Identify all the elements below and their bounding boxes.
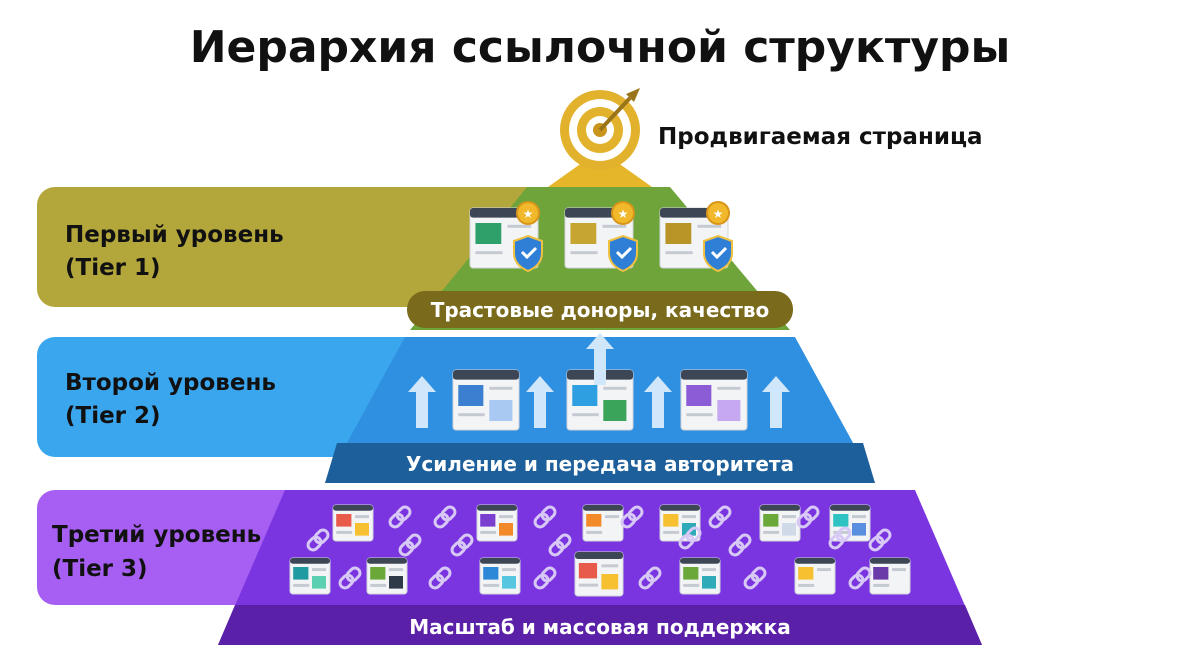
web-page-icon bbox=[452, 369, 520, 431]
chain-link-icon bbox=[728, 533, 752, 557]
tier-1-caption: Трастовые доноры, качество bbox=[431, 298, 770, 322]
chain-link-icon bbox=[548, 533, 572, 557]
tier-2-label: (Tier 2) bbox=[65, 403, 161, 429]
chain-link-icon bbox=[338, 566, 362, 590]
tier-2-caption-band bbox=[325, 443, 875, 483]
verified-shield-icon bbox=[608, 234, 638, 273]
chain-link-icon bbox=[620, 505, 644, 529]
tier-1-caption-pill bbox=[407, 291, 793, 328]
medal-icon: ★ bbox=[706, 201, 730, 225]
chain-link-icon bbox=[433, 505, 457, 529]
chain-link-icon bbox=[848, 566, 872, 590]
svg-text:★: ★ bbox=[713, 207, 724, 221]
web-page-icon bbox=[582, 504, 624, 542]
medal-icon: ★ bbox=[611, 201, 635, 225]
chain-link-icon bbox=[678, 526, 702, 550]
up-arrow-icon bbox=[762, 376, 790, 428]
chain-link-icon bbox=[638, 566, 662, 590]
up-arrow-icon bbox=[526, 376, 554, 428]
target-icon bbox=[560, 88, 640, 170]
web-page-icon bbox=[869, 557, 911, 595]
chain-link-icon bbox=[428, 566, 452, 590]
tier-2-band bbox=[37, 337, 457, 457]
web-page-icon bbox=[289, 557, 331, 595]
up-arrow-icon bbox=[644, 376, 672, 428]
chain-link-icon bbox=[450, 533, 474, 557]
tier-1-label: (Tier 1) bbox=[65, 255, 161, 281]
verified-shield-icon bbox=[703, 234, 733, 273]
web-page-icon bbox=[476, 504, 518, 542]
tier-3-caption-band bbox=[218, 605, 982, 645]
tier-1-name: Первый уровень bbox=[65, 222, 284, 248]
web-page-icon bbox=[479, 557, 521, 595]
tier-3-name: Третий уровень bbox=[52, 522, 261, 548]
up-arrow-icon bbox=[408, 376, 436, 428]
web-page-icon bbox=[759, 504, 801, 542]
target-label: Продвигаемая страница bbox=[658, 124, 983, 150]
page-title: Иерархия ссылочной структуры bbox=[190, 22, 1011, 73]
tier-2-name: Второй уровень bbox=[65, 370, 276, 396]
chain-link-icon bbox=[708, 505, 732, 529]
web-page-icon bbox=[574, 551, 624, 597]
tier-3-caption: Масштаб и массовая поддержка bbox=[409, 615, 790, 639]
web-page-icon bbox=[332, 504, 374, 542]
chain-link-icon bbox=[306, 528, 330, 552]
tier-1-band bbox=[37, 187, 557, 307]
web-page-icon bbox=[794, 557, 836, 595]
web-page-icon bbox=[680, 369, 748, 431]
web-page-icon bbox=[659, 504, 701, 542]
chain-link-icon bbox=[533, 566, 557, 590]
web-page-icon bbox=[566, 369, 634, 431]
web-page-icon bbox=[366, 557, 408, 595]
chain-link-icon bbox=[796, 505, 820, 529]
chain-link-icon bbox=[743, 566, 767, 590]
up-arrow-icon bbox=[586, 333, 614, 385]
tier-3-label: (Tier 3) bbox=[52, 556, 148, 582]
verified-shield-icon bbox=[513, 234, 543, 273]
web-page-icon bbox=[679, 557, 721, 595]
medal-icon: ★ bbox=[516, 201, 540, 225]
chain-link-icon bbox=[828, 526, 852, 550]
svg-text:★: ★ bbox=[523, 207, 534, 221]
tier-2-caption: Усиление и передача авторитета bbox=[406, 452, 794, 476]
chain-link-icon bbox=[868, 528, 892, 552]
svg-text:★: ★ bbox=[618, 207, 629, 221]
